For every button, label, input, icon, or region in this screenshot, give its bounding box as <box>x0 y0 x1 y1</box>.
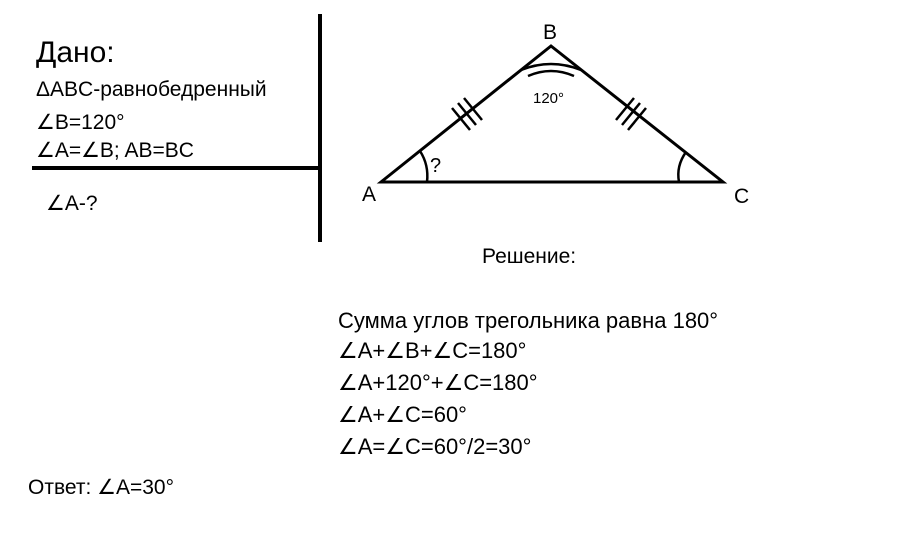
solution-line-4: ∠A+∠C=60° <box>338 402 467 427</box>
side-bc-ticks <box>615 97 647 131</box>
angle-b-label: 120° <box>533 90 565 107</box>
given-line-triangle: ΔABC-равнобедренный <box>36 78 267 101</box>
vertex-label-c: C <box>734 185 750 208</box>
vertex-label-b: B <box>543 21 558 44</box>
answer-line: Ответ: ∠A=30° <box>28 476 174 499</box>
angle-a-arc <box>418 150 429 183</box>
angle-c-arc <box>677 151 688 183</box>
solution-line-5: ∠A=∠C=60°/2=30° <box>338 434 532 459</box>
given-heading: Дано: <box>36 36 115 69</box>
find-line: ∠A-? <box>46 192 98 215</box>
angle-b-arc-outer <box>520 62 582 72</box>
given-line-equalities: ∠A=∠B; AB=BC <box>36 139 194 162</box>
solution-line-2: ∠A+∠B+∠C=180° <box>338 338 527 363</box>
solution-heading: Решение: <box>482 245 577 268</box>
angle-b-arc-inner <box>527 69 575 78</box>
side-ab-ticks <box>451 97 483 131</box>
solution-line-1: Сумма углов трегольника равна 180° <box>338 308 719 333</box>
angle-a-label: ? <box>430 155 442 177</box>
given-line-angle-b: ∠B=120° <box>36 111 125 134</box>
solution-line-3: ∠A+120°+∠C=180° <box>338 370 538 395</box>
vertex-label-a: A <box>362 183 377 206</box>
